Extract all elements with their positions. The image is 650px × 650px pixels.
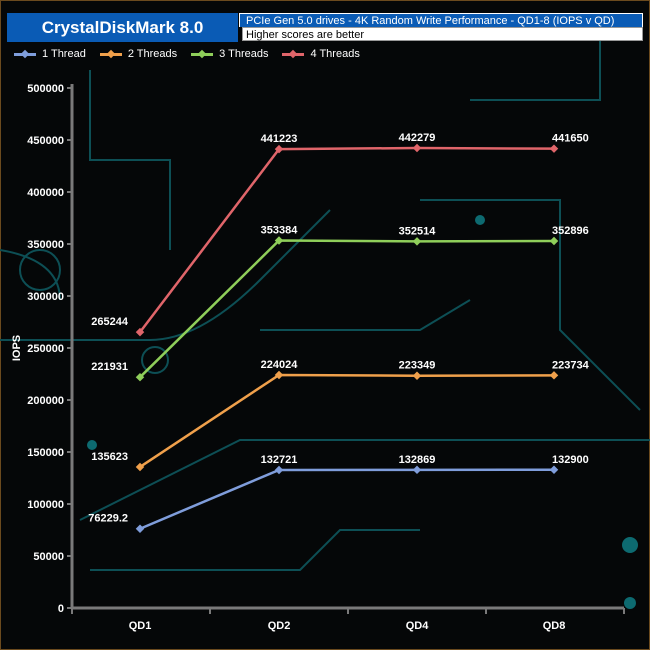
legend-label: 3 Threads: [219, 48, 269, 60]
y-tick-label: 200000: [27, 395, 64, 407]
data-label: 265244: [91, 316, 129, 328]
legend-swatch: [99, 52, 122, 56]
legend-swatch: [282, 52, 305, 56]
x-tick-label: QD2: [268, 620, 291, 632]
y-tick-label: 250000: [27, 343, 64, 355]
y-tick-label: 450000: [27, 135, 64, 147]
y-tick-label: 400000: [27, 187, 64, 199]
y-tick-label: 300000: [27, 291, 64, 303]
data-label: 223349: [399, 360, 436, 372]
y-tick-label: 500000: [27, 83, 64, 95]
data-point: [412, 237, 422, 246]
y-tick-label: 100000: [27, 499, 64, 511]
data-point: [274, 144, 284, 154]
data-point: [135, 524, 145, 533]
legend-item: 1 Thread: [14, 48, 86, 60]
chart-note: Higher scores are better: [242, 27, 643, 41]
data-point: [549, 236, 559, 246]
data-point: [274, 370, 284, 380]
data-point: [274, 465, 284, 475]
data-label: 76229.2: [88, 513, 128, 525]
data-point: [135, 372, 145, 382]
data-label: 442279: [399, 132, 436, 144]
chart-title: CrystalDiskMark 8.0: [7, 13, 238, 42]
data-label: 221931: [91, 361, 128, 373]
data-label: 132869: [399, 454, 436, 466]
data-point: [549, 371, 559, 380]
data-point: [135, 462, 145, 472]
data-point: [549, 144, 559, 153]
chart-subtitle: PCIe Gen 5.0 drives - 4K Random Write Pe…: [239, 13, 643, 27]
legend: 1 Thread 2 Threads 3 Threads 4 Threads: [14, 48, 360, 60]
data-label: 352896: [552, 225, 589, 237]
legend-item: 3 Threads: [191, 48, 268, 60]
data-label: 135623: [91, 451, 128, 463]
y-axis-label: IOPS: [11, 335, 23, 361]
data-label: 132900: [552, 454, 589, 466]
data-label: 441650: [552, 133, 589, 145]
data-label: 224024: [261, 359, 299, 371]
data-label: 353384: [261, 224, 299, 236]
legend-item: 2 Threads: [99, 48, 178, 60]
series-line: [139, 146, 555, 333]
x-tick-label: QD4: [406, 620, 430, 632]
y-tick-label: 350000: [27, 239, 64, 251]
y-tick-label: 0: [58, 603, 64, 615]
data-label: 132721: [261, 454, 298, 466]
data-label: 223734: [552, 359, 590, 371]
legend-swatch: [191, 52, 214, 56]
series-line: [139, 468, 555, 530]
data-point: [549, 465, 559, 475]
x-tick-label: QD8: [543, 620, 566, 632]
y-tick-label: 150000: [27, 447, 64, 459]
legend-label: 4 Threads: [310, 48, 360, 60]
data-label: 352514: [399, 225, 437, 237]
data-label: 441223: [261, 133, 298, 145]
data-point: [412, 143, 422, 153]
data-point: [412, 371, 422, 380]
data-point: [135, 327, 145, 337]
legend-swatch: [14, 52, 36, 56]
legend-item: 4 Threads: [282, 48, 360, 60]
series-line: [139, 373, 555, 468]
series-line: [139, 239, 555, 379]
data-point: [412, 465, 422, 475]
legend-label: 1 Thread: [42, 48, 86, 60]
data-point: [274, 236, 284, 245]
legend-label: 2 Threads: [127, 48, 178, 60]
x-tick-label: QD1: [129, 620, 152, 632]
y-tick-label: 50000: [33, 551, 64, 563]
